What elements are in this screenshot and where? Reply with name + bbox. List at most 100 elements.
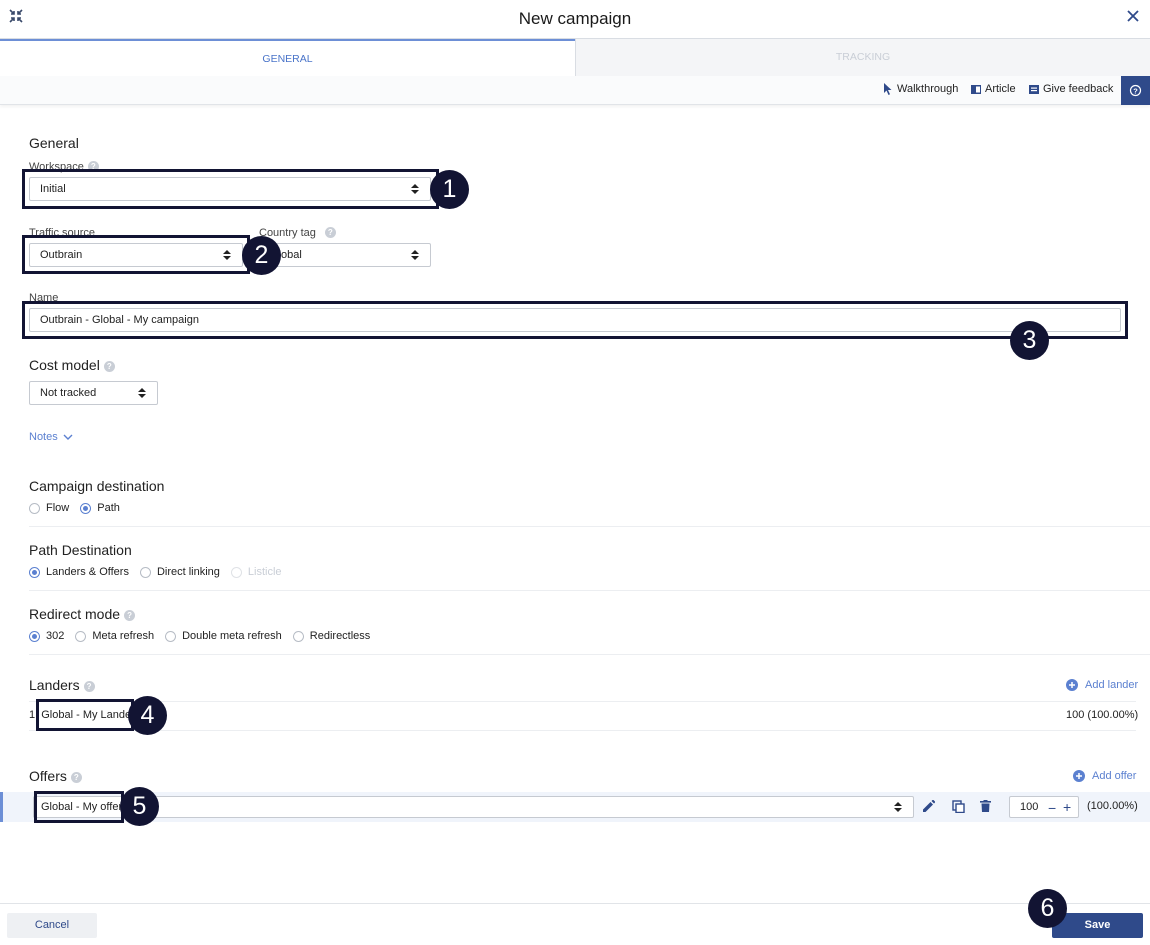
delete-icon[interactable]	[980, 800, 991, 815]
radio-circle	[139, 566, 151, 578]
help-icon: ?	[103, 361, 115, 372]
feedback-link[interactable]: Give feedback	[1029, 83, 1113, 95]
tab-tracking[interactable]: TRACKING	[575, 39, 1150, 76]
save-button[interactable]: Save	[1052, 913, 1143, 938]
divider	[29, 701, 1136, 702]
radio-302[interactable]: 302	[29, 630, 64, 642]
radio-path[interactable]: Path	[80, 502, 120, 514]
campaign-destination-title: Campaign destination	[29, 478, 165, 494]
notes-toggle[interactable]: Notes	[29, 431, 73, 443]
book-icon	[971, 84, 981, 94]
cost-model-title: Cost model?	[29, 357, 115, 373]
edit-icon[interactable]	[922, 799, 936, 816]
radio-circle	[29, 630, 40, 642]
offer-percent: (100.00%)	[1087, 800, 1138, 812]
radio-redirectless[interactable]: Redirectless	[292, 630, 371, 642]
offer-select[interactable]: Global - My offer	[33, 796, 914, 818]
copy-icon[interactable]	[952, 800, 965, 816]
radio-circle	[75, 630, 87, 642]
radio-listicle: Listicle	[230, 566, 282, 578]
offer-name: Global - My offer	[41, 801, 123, 813]
walkthrough-link[interactable]: Walkthrough	[883, 83, 958, 95]
annotation-badge-3: 3	[1010, 321, 1049, 360]
plus-icon[interactable]: +	[1063, 799, 1072, 815]
annotation-box-1	[22, 169, 439, 209]
feedback-icon	[1029, 84, 1039, 94]
radio-double-meta-refresh[interactable]: Double meta refresh	[165, 630, 282, 642]
redirect-mode-title: Redirect mode?	[29, 606, 136, 622]
modal-footer	[0, 903, 1150, 945]
updown-icon	[894, 802, 902, 812]
cost-model-value: Not tracked	[40, 387, 97, 399]
updown-icon	[411, 250, 419, 260]
add-lander-button[interactable]: Add lander	[1066, 679, 1138, 691]
radio-landers-offers[interactable]: Landers & Offers	[29, 566, 129, 578]
annotation-badge-5: 5	[120, 787, 159, 826]
radio-circle	[29, 502, 40, 514]
collapse-icon[interactable]	[9, 9, 23, 23]
radio-circle	[292, 630, 304, 642]
country-tag-select[interactable]: Global	[259, 243, 431, 267]
article-link[interactable]: Article	[971, 83, 1016, 95]
annotation-box-2	[22, 235, 250, 274]
add-lander-label: Add lander	[1085, 679, 1139, 691]
divider	[29, 590, 1150, 591]
traffic-source-value: Outbrain	[40, 249, 83, 261]
radio-circle	[230, 566, 242, 578]
help-icon: ?	[87, 161, 99, 172]
updown-icon	[138, 388, 146, 398]
divider	[29, 730, 1136, 731]
minus-icon[interactable]: −	[1048, 800, 1057, 816]
radio-label: Listicle	[247, 566, 282, 578]
workspace-value: Initial	[40, 183, 66, 195]
path-destination-options: Landers & Offers Direct linking Listicle	[29, 566, 293, 578]
radio-flow[interactable]: Flow	[29, 502, 69, 514]
modal-title: New campaign	[518, 9, 632, 28]
question-circle-icon: ?	[1129, 84, 1142, 97]
svg-text:?: ?	[1133, 86, 1138, 95]
radio-direct-linking[interactable]: Direct linking	[139, 566, 220, 578]
plus-circle-icon	[1073, 770, 1085, 782]
offers-title: Offers?	[29, 768, 82, 784]
add-offer-button[interactable]: Add offer	[1073, 770, 1136, 782]
close-icon[interactable]	[1127, 10, 1139, 22]
updown-icon	[411, 184, 419, 194]
annotation-badge-1: 1	[430, 170, 469, 209]
campaign-name-input[interactable]: Outbrain - Global - My campaign	[29, 308, 1121, 332]
cost-model-select[interactable]: Not tracked	[29, 381, 158, 405]
plus-circle-icon	[1066, 679, 1078, 691]
workspace-select[interactable]: Initial	[29, 177, 431, 201]
radio-circle	[29, 566, 40, 578]
offer-weight-input[interactable]: 100 − +	[1009, 796, 1079, 818]
country-tag-label: Country tag?	[259, 227, 336, 239]
path-destination-title: Path Destination	[29, 542, 132, 558]
section-general-title: General	[29, 135, 79, 151]
help-icon: ?	[83, 681, 95, 692]
help-button[interactable]: ?	[1121, 76, 1150, 105]
article-label: Article	[985, 83, 1016, 95]
annotation-box-4	[36, 699, 134, 731]
radio-label: Path	[97, 502, 120, 514]
radio-circle	[80, 502, 92, 514]
lander-row[interactable]: 1. Global - My Lander	[29, 709, 135, 721]
offer-weight-value: 100	[1020, 801, 1039, 813]
lander-index: 1.	[29, 709, 39, 721]
annotation-box-5	[34, 791, 124, 823]
help-icon: ?	[324, 227, 336, 238]
help-toolbar: Walkthrough Article Give feedback	[0, 76, 1150, 105]
lander-weight: 100 (100.00%)	[1066, 709, 1139, 721]
landers-title: Landers?	[29, 677, 95, 693]
help-icon: ?	[124, 610, 136, 621]
radio-label: Double meta refresh	[182, 630, 282, 642]
annotation-badge-2: 2	[242, 236, 281, 275]
radio-meta-refresh[interactable]: Meta refresh	[75, 630, 154, 642]
radio-label: 302	[46, 630, 65, 642]
lander-name: Global - My Lander	[41, 709, 135, 721]
tab-general[interactable]: GENERAL	[0, 39, 575, 76]
add-offer-label: Add offer	[1092, 770, 1137, 782]
radio-label: Redirectless	[309, 630, 371, 642]
radio-label: Direct linking	[156, 566, 220, 578]
annotation-badge-4: 4	[128, 696, 167, 735]
cancel-button[interactable]: Cancel	[7, 913, 97, 938]
divider	[29, 654, 1150, 655]
